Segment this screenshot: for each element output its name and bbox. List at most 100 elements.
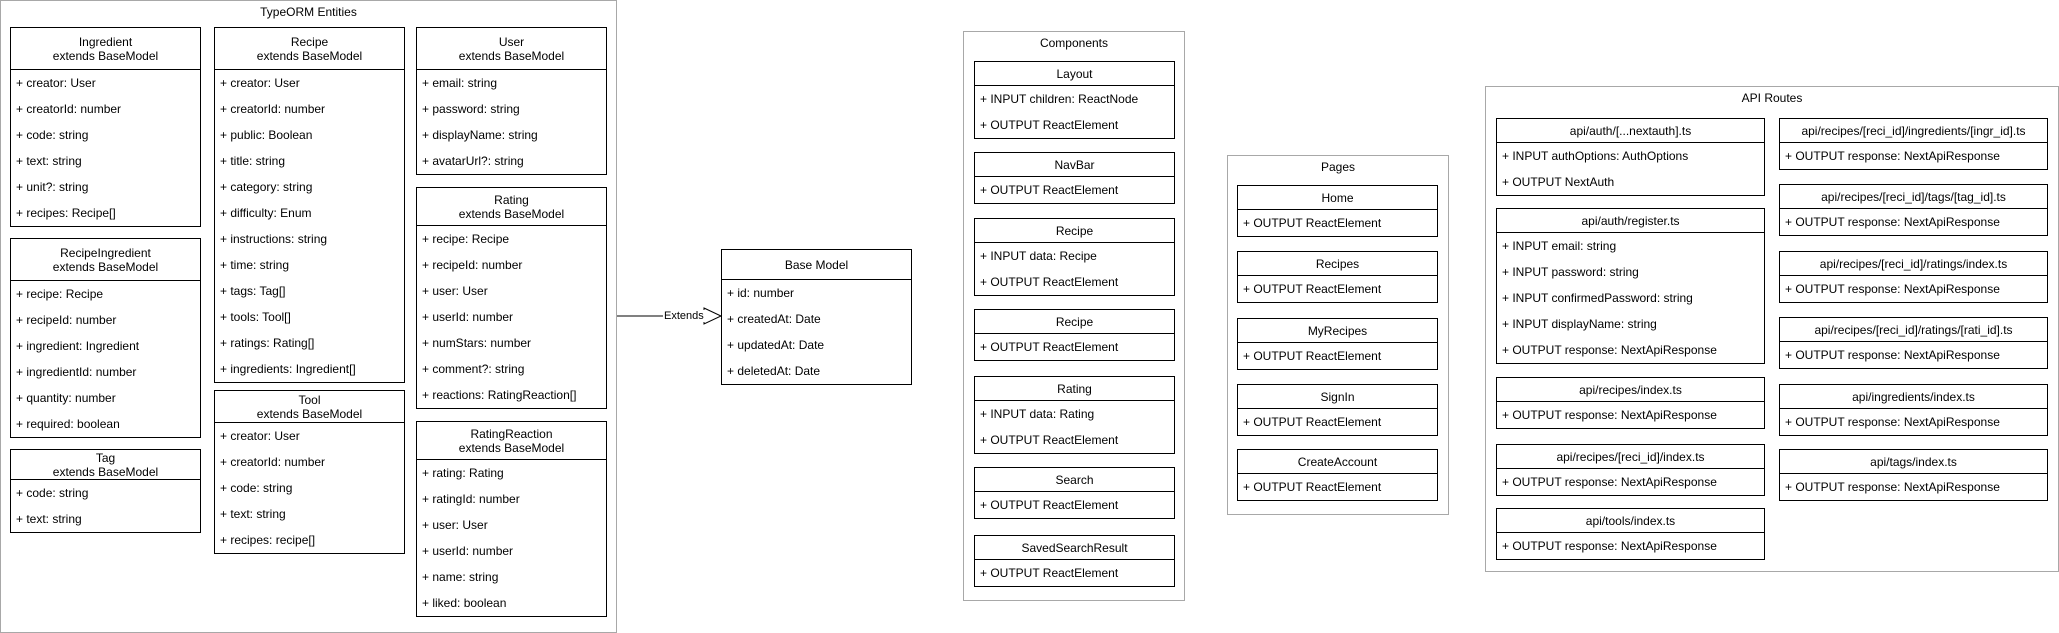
- class-header: Recipes: [1238, 252, 1437, 276]
- class-attribute: + creator: User: [220, 429, 300, 443]
- class-name: User: [498, 34, 525, 49]
- class-attribute: + title: string: [220, 154, 286, 168]
- class-attribute: + INPUT displayName: string: [1502, 317, 1657, 331]
- class-attribute: + updatedAt: Date: [727, 338, 825, 352]
- group-title: Pages: [1320, 160, 1356, 174]
- class-attribute: + INPUT data: Recipe: [980, 249, 1097, 263]
- class-name: api/recipes/[reci_id]/ratings/[rati_id].…: [1814, 322, 2013, 337]
- class-name: api/recipes/[reci_id]/ingredients/[ingr_…: [1801, 123, 2026, 138]
- component-rating: Rating+ INPUT data: Rating+ OUTPUT React…: [974, 376, 1175, 454]
- class-extends: extends BaseModel: [52, 48, 159, 63]
- class-name: NavBar: [1054, 157, 1095, 172]
- class-attribute: + OUTPUT ReactElement: [980, 498, 1119, 512]
- group-title: API Routes: [1741, 91, 1803, 105]
- api-recipe-ratings: api/recipes/[reci_id]/ratings/index.ts+ …: [1779, 251, 2048, 303]
- class-attribute: + OUTPUT response: NextApiResponse: [1785, 282, 2000, 296]
- class-attribute: + comment?: string: [422, 362, 525, 376]
- class-name: Tool: [298, 392, 321, 407]
- class-base-model: Base Model+ id: number+ createdAt: Date+…: [721, 249, 912, 385]
- class-extends: extends BaseModel: [458, 440, 565, 455]
- class-name: api/tools/index.ts: [1585, 513, 1676, 528]
- class-attribute: + ratings: Rating[]: [220, 336, 315, 350]
- class-name: RecipeIngredient: [60, 245, 151, 260]
- class-header: SavedSearchResult: [975, 536, 1174, 560]
- class-attribute: + category: string: [220, 180, 313, 194]
- class-attribute: + tools: Tool[]: [220, 310, 291, 324]
- class-extends: extends BaseModel: [52, 259, 159, 274]
- class-attribute: + public: Boolean: [220, 128, 313, 142]
- class-attribute: + OUTPUT response: NextApiResponse: [1785, 480, 2000, 494]
- class-attribute: + INPUT email: string: [1502, 239, 1617, 253]
- class-name: Recipe: [290, 34, 329, 49]
- class-header: NavBar: [975, 153, 1174, 177]
- class-header: Rating: [975, 377, 1174, 401]
- class-name: api/recipes/[reci_id]/tags/[tag_id].ts: [1821, 189, 2006, 204]
- class-attribute: + recipeId: number: [16, 313, 117, 327]
- class-attribute: + OUTPUT ReactElement: [980, 183, 1119, 197]
- class-header: Recipe: [975, 310, 1174, 334]
- class-name: api/auth/register.ts: [1581, 213, 1680, 228]
- class-extends: extends BaseModel: [256, 48, 363, 63]
- class-attribute: + OUTPUT response: NextApiResponse: [1502, 343, 1717, 357]
- class-name: api/ingredients/index.ts: [1852, 389, 1975, 404]
- page-createaccount: CreateAccount + OUTPUT ReactElement: [1237, 449, 1438, 501]
- class-attribute: + text: string: [16, 512, 82, 526]
- class-header: api/auth/[...nextauth].ts: [1497, 119, 1764, 143]
- group-components: Components: [963, 31, 1185, 601]
- class-name: CreateAccount: [1297, 454, 1378, 469]
- class-attribute: + code: string: [16, 486, 89, 500]
- page-signin: SignIn+ OUTPUT ReactElement: [1237, 384, 1438, 436]
- group-title: TypeORM Entities: [260, 5, 357, 19]
- class-attribute: + OUTPUT ReactElement: [980, 118, 1119, 132]
- class-attribute: + recipe: Recipe: [422, 232, 510, 246]
- class-attribute: + OUTPUT response: NextApiResponse: [1785, 215, 2000, 229]
- class-header: Recipe: [975, 219, 1174, 243]
- extends-arrowhead: [703, 307, 723, 325]
- class-extends: extends BaseModel: [52, 464, 159, 479]
- class-attribute: + createdAt: Date: [727, 312, 821, 326]
- page-recipes: Recipes+ OUTPUT ReactElement: [1237, 251, 1438, 303]
- class-attribute: + displayName: string: [422, 128, 538, 142]
- class-header: Search: [975, 468, 1174, 492]
- api-register: api/auth/register.ts + INPUT email: strin…: [1496, 208, 1765, 364]
- class-header: Home: [1238, 186, 1437, 210]
- page-home: Home+ OUTPUT ReactElement: [1237, 185, 1438, 237]
- class-name: Tag: [95, 450, 116, 465]
- class-header: api/recipes/[reci_id]/index.ts: [1497, 445, 1764, 469]
- class-attribute: + OUTPUT ReactElement: [980, 433, 1119, 447]
- class-header: CreateAccount: [1238, 450, 1437, 474]
- class-attribute: + OUTPUT response: NextApiResponse: [1785, 149, 2000, 163]
- class-name: RatingReaction: [470, 426, 553, 441]
- class-attribute: + text: string: [16, 154, 82, 168]
- class-attribute: + OUTPUT response: NextApiResponse: [1785, 415, 2000, 429]
- class-attribute: + reactions: RatingReaction[]: [422, 388, 577, 402]
- class-name: Recipe: [1055, 314, 1094, 329]
- class-attribute: + OUTPUT ReactElement: [1243, 480, 1382, 494]
- class-name: api/auth/[...nextauth].ts: [1569, 123, 1692, 138]
- class-header: api/recipes/index.ts: [1497, 378, 1764, 402]
- class-attribute: + user: User: [422, 518, 488, 532]
- class-attribute: + OUTPUT NextAuth: [1502, 175, 1615, 189]
- api-recipe-ingredient: api/recipes/[reci_id]/ingredients/[ingr_…: [1779, 118, 2048, 170]
- class-header: Layout: [975, 62, 1174, 86]
- class-extends: extends BaseModel: [458, 206, 565, 221]
- class-attribute: + unit?: string: [16, 180, 89, 194]
- class-header: api/recipes/[reci_id]/ingredients/[ingr_…: [1780, 119, 2047, 143]
- class-name: Home: [1321, 190, 1354, 205]
- class-attribute: + INPUT authOptions: AuthOptions: [1502, 149, 1689, 163]
- class-attribute: + OUTPUT ReactElement: [980, 340, 1119, 354]
- class-attribute: + INPUT password: string: [1502, 265, 1639, 279]
- class-attribute: + instructions: string: [220, 232, 328, 246]
- class-attribute: + creatorId: number: [16, 102, 122, 116]
- class-name: Recipes: [1315, 256, 1360, 271]
- class-attribute: + creator: User: [220, 76, 300, 90]
- class-attribute: + user: User: [422, 284, 488, 298]
- api-recipe-rating: api/recipes/[reci_id]/ratings/[rati_id].…: [1779, 317, 2048, 369]
